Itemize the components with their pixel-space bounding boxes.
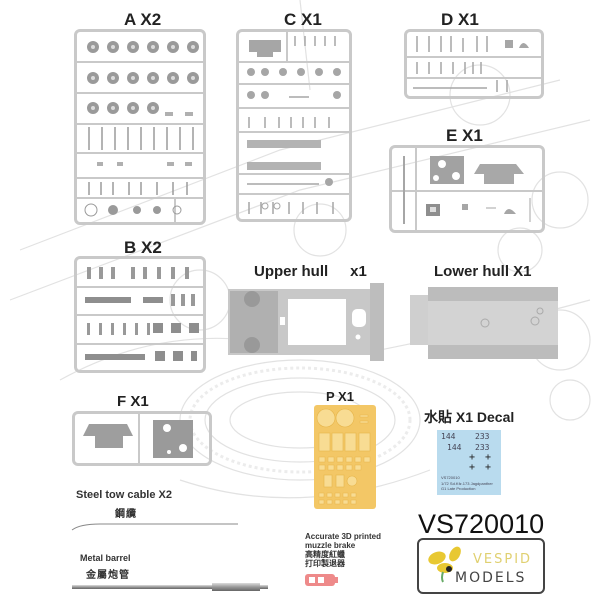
- tow-cable-label: Steel tow cable X2: [76, 489, 172, 501]
- upper-hull-part: [228, 283, 384, 361]
- balkenkreuz-icon: +: [469, 452, 476, 463]
- tow-cable-cn-label: 鋼纜: [115, 509, 137, 520]
- sprue-e-label: E X1: [446, 126, 483, 145]
- metal-barrel-cn-label: 金屬炮管: [86, 570, 130, 581]
- upper-hull-qty: x1: [350, 263, 367, 280]
- wasp-icon: [428, 546, 461, 583]
- sprue-c-label: C X1: [284, 10, 322, 29]
- muzzle-brake-part: [305, 574, 338, 586]
- muzzle-brake-cn2: 打印製退器: [305, 559, 345, 568]
- metal-barrel-part: [72, 583, 268, 591]
- decal-144-a: 144: [441, 432, 456, 441]
- sprue-f-parts: [83, 414, 193, 463]
- decal-233-a: 233: [475, 432, 490, 441]
- sprue-d-parts: [407, 36, 541, 92]
- metal-barrel-label: Metal barrel: [80, 553, 131, 563]
- decal-line2: G1 Late Production: [441, 486, 476, 491]
- balkenkreuz-icon: +: [485, 452, 492, 463]
- sprue-a-parts: [77, 41, 203, 222]
- decal-233-b: 233: [475, 443, 490, 452]
- decal-144-b: 144: [447, 443, 462, 452]
- sprue-b: [74, 256, 206, 373]
- muzzle-brake-cn1: 高精度紅蠟: [305, 550, 345, 559]
- brand-models: MODELS: [455, 570, 527, 586]
- upper-hull-name: Upper hull: [254, 263, 329, 280]
- sprue-c: [236, 29, 352, 222]
- decal-line1: 1/72 Sd.Kfz.173 Jagdpanther: [441, 481, 493, 486]
- balkenkreuz-icon: +: [469, 462, 476, 473]
- sprue-e: [389, 145, 545, 233]
- muzzle-brake-line2: muzzle brake: [305, 541, 356, 550]
- decal-label: 水貼 X1 Decal: [424, 409, 515, 425]
- product-code: VS720010: [418, 509, 545, 539]
- sprue-p-label: P X1: [326, 389, 354, 404]
- photoetch-fret: [314, 405, 376, 509]
- sprue-f-label: F X1: [117, 393, 149, 410]
- sprue-a: [74, 29, 206, 225]
- sprue-b-label: B X2: [124, 238, 162, 257]
- sprue-a-label: A X2: [124, 10, 162, 29]
- lower-hull-label: Lower hull X1: [434, 263, 532, 280]
- vespid-models-logo: VESPID MODELS: [417, 538, 545, 594]
- muzzle-brake-line1: Accurate 3D printed: [305, 532, 382, 541]
- muzzle-brake-label: Accurate 3D printed muzzle brake 高精度紅蠟 打…: [305, 532, 381, 568]
- decal-sheet: 144 233 144 233 + + + + VS720010 1/72 Sd…: [437, 430, 501, 495]
- sprue-f: [72, 411, 212, 466]
- sprue-b-parts: [77, 267, 203, 361]
- upper-hull-label: Upper hull x1: [254, 263, 367, 280]
- sprue-c-parts: [239, 32, 349, 214]
- tow-cable-part: [71, 523, 238, 531]
- sprue-d-label: D X1: [441, 10, 479, 29]
- lower-hull-part: [410, 287, 558, 359]
- decal-code: VS720010: [441, 475, 460, 480]
- sprue-e-parts: [392, 148, 542, 230]
- brand-vespid: VESPID: [473, 552, 533, 567]
- sprue-d: [404, 29, 544, 99]
- balkenkreuz-icon: +: [485, 462, 492, 473]
